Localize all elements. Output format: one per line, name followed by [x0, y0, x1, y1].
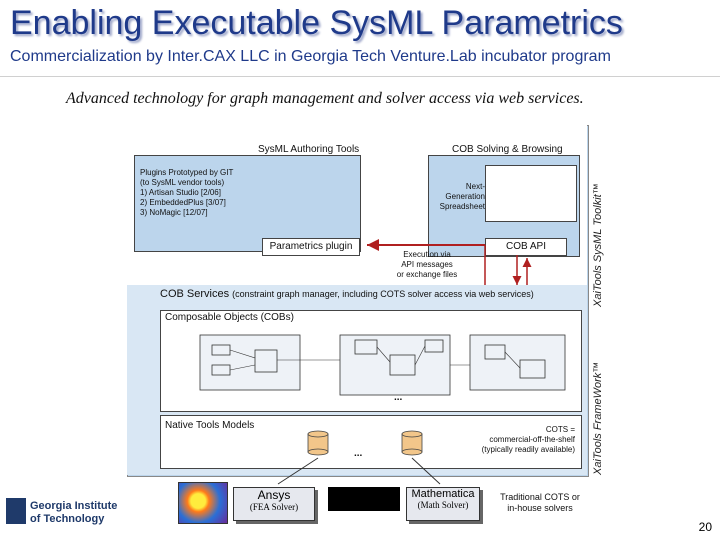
plugins-text: Plugins Prototyped by GIT (to SysML vend… — [140, 168, 233, 218]
spreadsheet-line: Next- — [465, 182, 485, 191]
model-cylinders — [307, 430, 423, 456]
cob-services-title: COB Services (constraint graph manager, … — [160, 288, 534, 300]
execution-text: Execution via API messages or exchange f… — [388, 250, 466, 280]
plugins-line: 1) Artisan Studio [2/06] — [140, 188, 221, 197]
execution-line: Execution via — [403, 250, 451, 259]
spreadsheet-line: Spreadsheet — [439, 202, 485, 211]
cob-services-note: (constraint graph manager, including COT… — [232, 289, 534, 299]
solver-links — [277, 457, 441, 485]
spreadsheet-window — [485, 165, 577, 222]
tagline: Advanced technology for graph management… — [66, 90, 584, 107]
ansys-sub: (FEA Solver) — [249, 502, 299, 512]
cots-line: (typically readily available) — [481, 445, 575, 454]
sysml-authoring-box — [134, 155, 361, 252]
plugins-line: 2) EmbeddedPlus [3/07] — [140, 198, 226, 207]
ansys-button: Ansys (FEA Solver) — [233, 487, 315, 521]
slide-subtitle: Commercialization by Inter.CAX LLC in Ge… — [10, 48, 611, 65]
plugins-line: Plugins Prototyped by GIT — [140, 168, 234, 177]
top-arrows — [367, 239, 532, 285]
logo-mark — [6, 498, 26, 524]
spreadsheet-line: Generation — [445, 192, 485, 201]
georgia-tech-logo: Georgia Institute of Technology — [6, 494, 124, 530]
traditional-line: in-house solvers — [507, 503, 573, 514]
native-ellipsis: ... — [354, 448, 363, 459]
plugins-line: 3) NoMagic [12/07] — [140, 208, 208, 217]
traditional-note: Traditional COTS or in-house solvers — [490, 492, 590, 515]
cots-line: commercial-off-the-shelf — [489, 435, 575, 444]
black-block — [328, 487, 400, 511]
page-number: 20 — [698, 520, 712, 534]
composable-objects-label: Composable Objects (COBs) — [165, 312, 294, 323]
cob-services-label: COB Services — [160, 288, 230, 300]
ansys-label: Ansys — [257, 488, 291, 502]
parametrics-plugin-box: Parametrics plugin — [262, 238, 360, 256]
traditional-line: Traditional COTS or — [500, 492, 580, 502]
fea-thumbnail — [178, 482, 228, 524]
cots-note: COTS = commercial-off-the-shelf (typical… — [455, 425, 575, 455]
cob-ellipsis: ... — [394, 392, 403, 403]
toolkit-label: XaiTools SysML Toolkit™ — [592, 183, 604, 307]
sysml-authoring-label: SysML Authoring Tools — [258, 144, 360, 155]
title-divider — [0, 76, 720, 77]
execution-line: API messages — [401, 260, 453, 269]
mathematica-label: Mathematica — [411, 488, 475, 500]
cots-line: COTS = — [545, 425, 575, 434]
mathematica-sub: (Math Solver) — [417, 500, 469, 510]
plugins-line: (to SysML vendor tools) — [140, 178, 225, 187]
cob-api-box: COB API — [485, 238, 567, 256]
spreadsheet-text: Next- Generation Spreadsheet — [430, 182, 485, 212]
cob-diagrams — [199, 334, 566, 396]
slide-title: Enabling Executable SysML Parametrics — [10, 4, 623, 42]
execution-line: or exchange files — [396, 270, 458, 279]
logo-line1: Georgia Institute — [30, 500, 118, 512]
mathematica-button: Mathematica (Math Solver) — [406, 487, 480, 521]
native-tools-label: Native Tools Models — [165, 420, 255, 431]
logo-line2: of Technology — [30, 513, 105, 525]
native-tools-box — [160, 415, 582, 469]
cob-solving-label: COB Solving & Browsing — [452, 144, 563, 155]
framework-label: XaiTools FrameWork™ — [592, 361, 604, 475]
